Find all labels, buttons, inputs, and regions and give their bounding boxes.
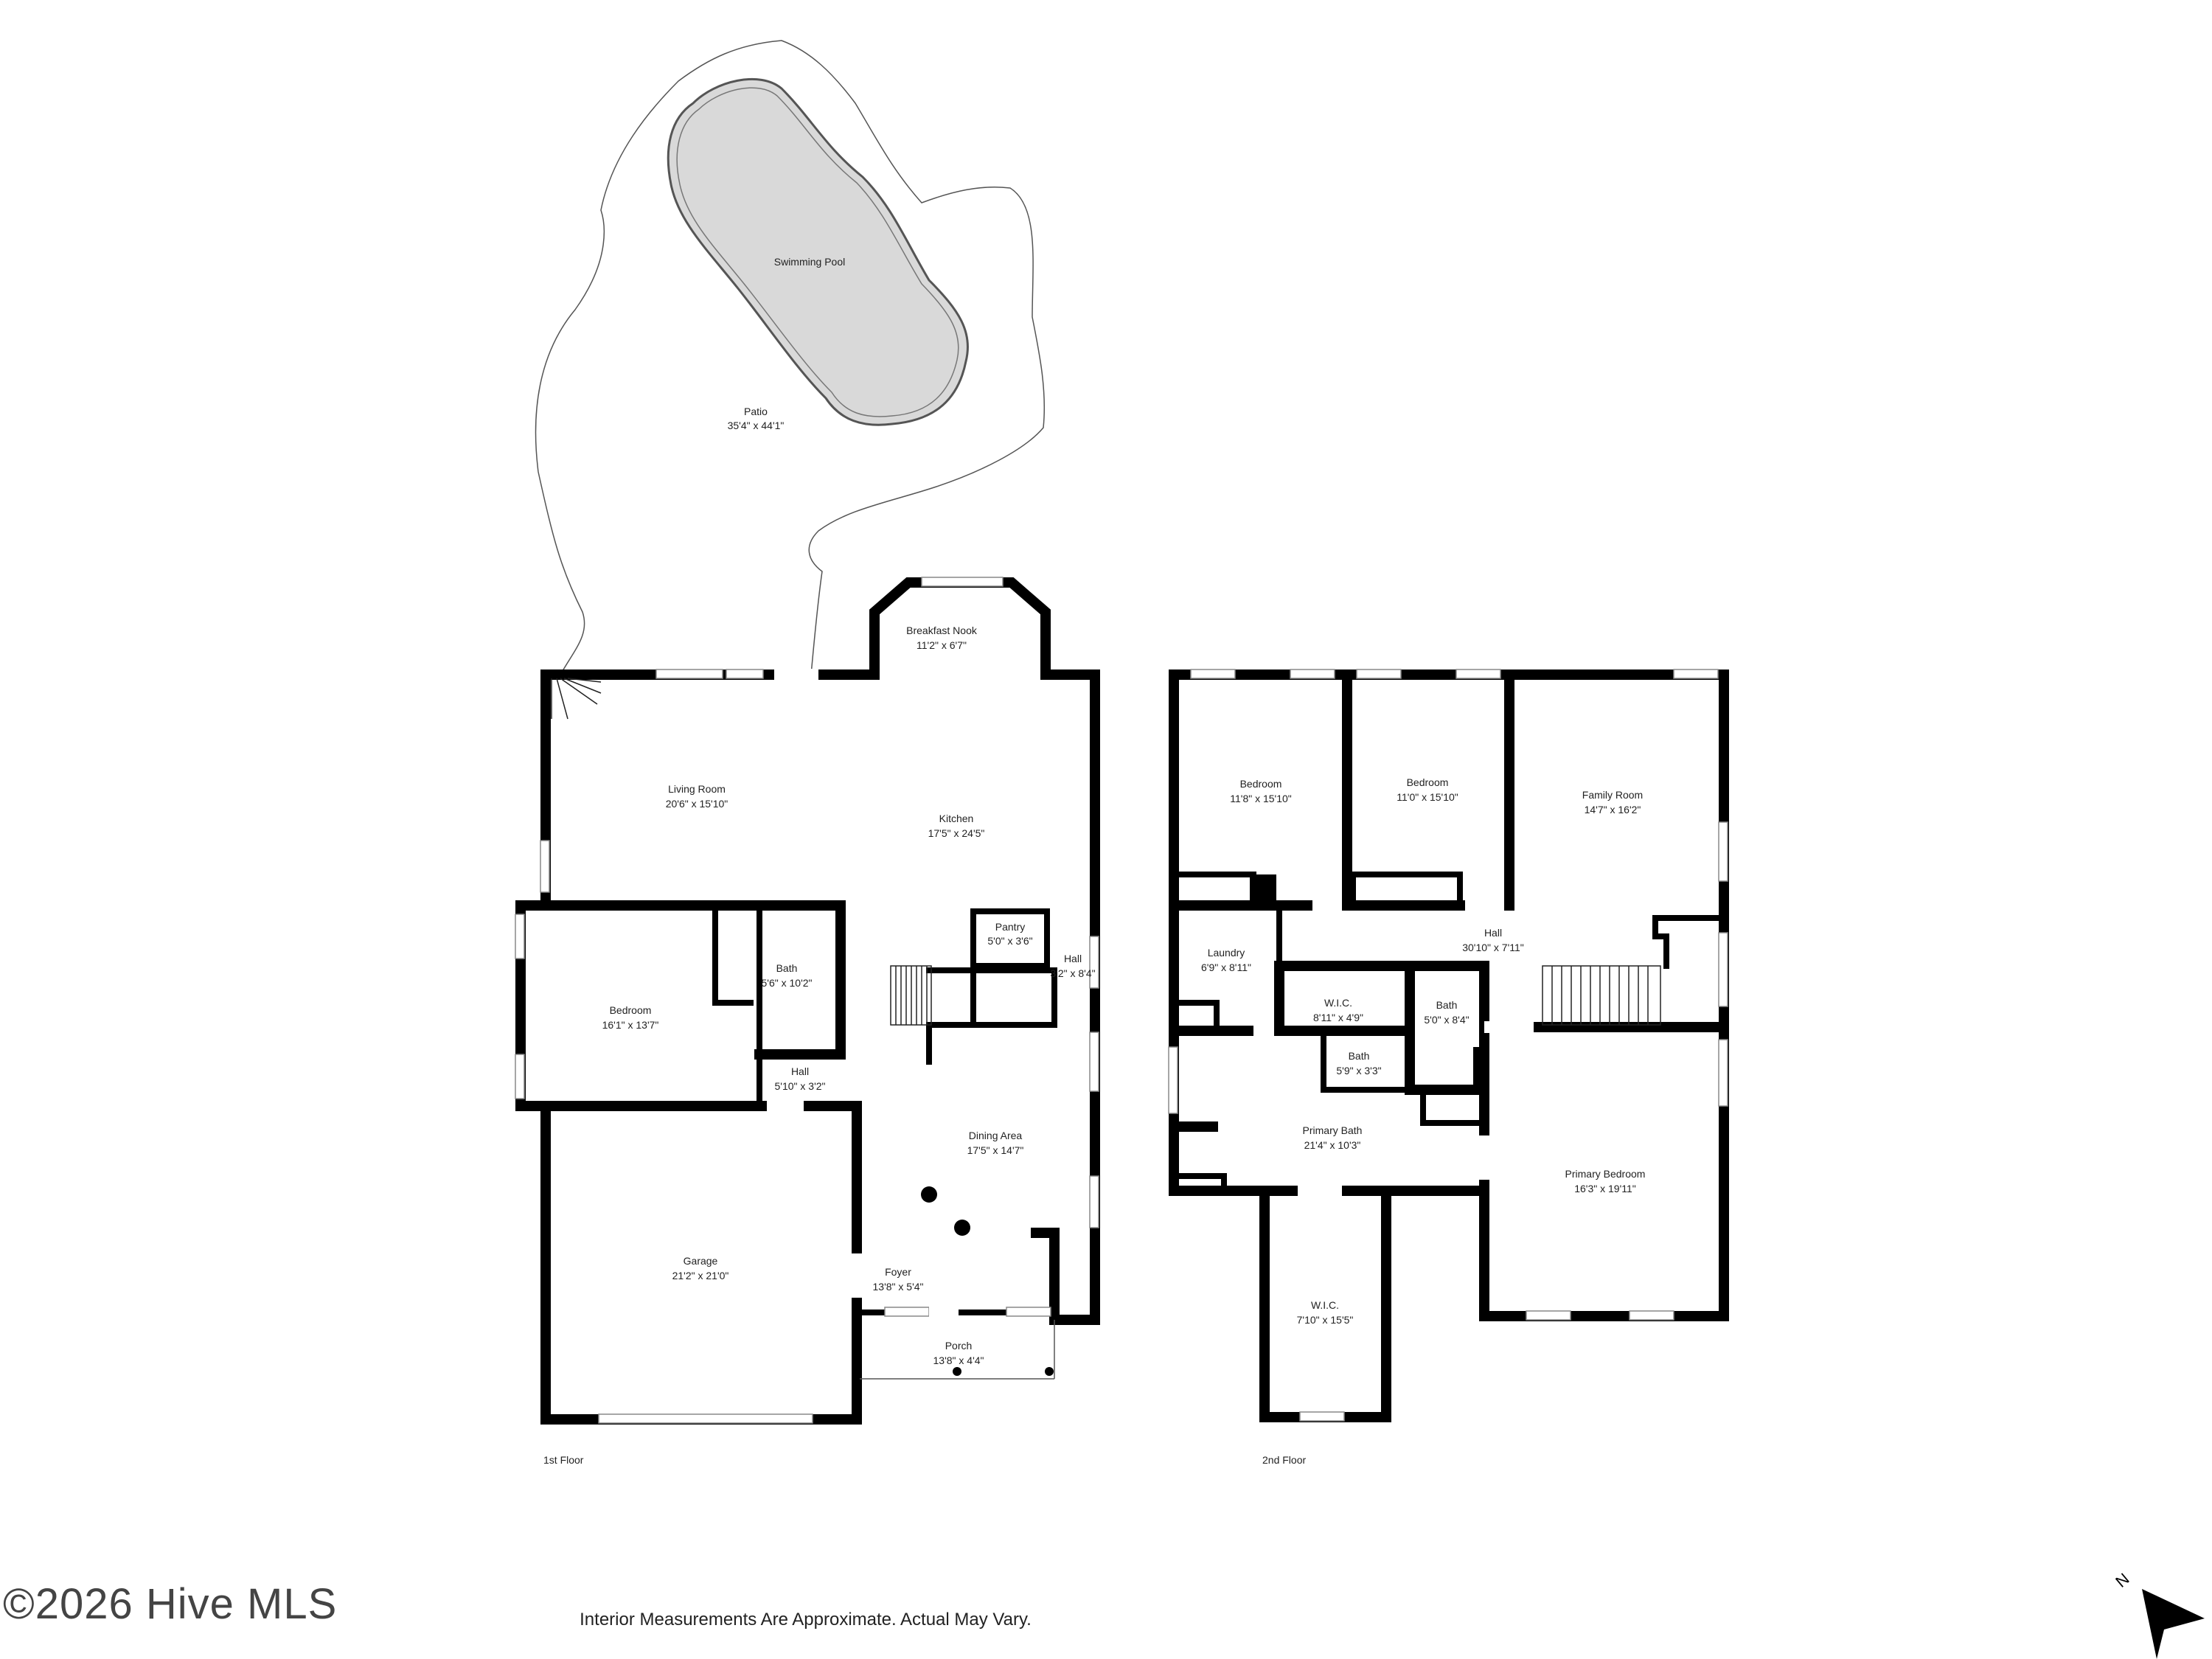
room-bath-1-dim: 5'6" x 10'2": [762, 977, 813, 989]
stairs-first-floor: [890, 965, 932, 1026]
room-bath-1-name: Bath: [776, 962, 798, 974]
room-bedroom-2a-name: Bedroom: [1240, 778, 1282, 790]
second-floor-walls: [1169, 669, 1729, 1422]
room-foyer-dim: 13'8" x 5'4": [873, 1281, 924, 1293]
room-wic-b-dim: 7'10" x 15'5": [1297, 1314, 1354, 1326]
room-bedroom-2b-dim: 11'0" x 15'10": [1397, 791, 1458, 803]
room-laundry-dim: 6'9" x 8'11": [1201, 961, 1251, 973]
room-breakfast-nook-name: Breakfast Nook: [906, 625, 978, 636]
room-pantry-dim: 5'0" x 3'6": [987, 935, 1032, 947]
room-bath-2b-name: Bath: [1349, 1050, 1370, 1062]
room-primary-bedroom-name: Primary Bedroom: [1565, 1168, 1646, 1180]
room-patio-dim: 35'4" x 44'1": [728, 420, 785, 431]
room-dining-area-name: Dining Area: [969, 1130, 1023, 1141]
disclaimer-text: Interior Measurements Are Approximate. A…: [580, 1610, 1032, 1630]
column: [1045, 1367, 1054, 1376]
compass-north-arrow-icon: N: [2112, 1569, 2205, 1659]
room-garage-dim: 21'2" x 21'0": [672, 1270, 729, 1281]
floor-label-first: 1st Floor: [543, 1454, 584, 1466]
room-foyer-name: Foyer: [885, 1266, 911, 1278]
room-hall-2-dim: 30'10" x 7'11": [1462, 942, 1524, 953]
room-wic-a-name: W.I.C.: [1324, 997, 1352, 1009]
room-kitchen-dim: 17'5" x 24'5": [928, 827, 985, 839]
room-swimming-pool-name: Swimming Pool: [774, 256, 845, 268]
room-primary-bath-name: Primary Bath: [1303, 1124, 1363, 1136]
patio-outline: [535, 40, 1046, 675]
column: [921, 1186, 937, 1203]
room-porch-dim: 13'8" x 4'4": [933, 1354, 984, 1366]
room-patio-name: Patio: [744, 406, 768, 417]
room-hall-2-name: Hall: [1484, 927, 1502, 939]
room-bath-2a-name: Bath: [1436, 999, 1458, 1011]
room-kitchen-name: Kitchen: [939, 813, 974, 824]
floor-label-second: 2nd Floor: [1262, 1454, 1306, 1466]
room-hall-1a-dim: 3'2" x 8'4": [1050, 967, 1095, 979]
room-hall-1b-dim: 5'10" x 3'2": [775, 1080, 826, 1092]
room-bath-2b-dim: 5'9" x 3'3": [1336, 1065, 1381, 1077]
room-bedroom-2b-name: Bedroom: [1407, 776, 1449, 788]
room-bedroom-1-dim: 16'1" x 13'7": [602, 1019, 659, 1031]
room-bedroom-2a-dim: 11'8" x 15'10": [1230, 793, 1292, 804]
room-bath-2a-dim: 5'0" x 8'4": [1424, 1014, 1469, 1026]
room-hall-1b-name: Hall: [791, 1065, 809, 1077]
first-floor-doors: [767, 669, 959, 1318]
room-family-room-dim: 14'7" x 16'2": [1585, 804, 1641, 815]
column: [954, 1220, 970, 1236]
second-floor-windows: [1168, 669, 1728, 1422]
swimming-pool: [667, 77, 970, 426]
room-bedroom-1-name: Bedroom: [610, 1004, 652, 1016]
second-floor-doors: [1253, 900, 1534, 1197]
copyright-watermark: ©2026 Hive MLS: [3, 1580, 338, 1628]
room-breakfast-nook-dim: 11'2" x 6'7": [917, 639, 967, 651]
room-living-room-name: Living Room: [668, 783, 726, 795]
stairs-second-floor: [1542, 965, 1661, 1026]
stairs-living-corner: [551, 678, 602, 720]
column: [953, 1367, 961, 1376]
room-hall-1a-name: Hall: [1064, 953, 1082, 964]
compass-label: N: [2112, 1569, 2132, 1590]
first-floor-walls: [515, 577, 1100, 1425]
room-garage-name: Garage: [684, 1255, 718, 1267]
room-laundry-name: Laundry: [1208, 947, 1245, 959]
room-dining-area-dim: 17'5" x 14'7": [967, 1144, 1024, 1156]
room-pantry-name: Pantry: [995, 921, 1025, 933]
room-wic-a-dim: 8'11" x 4'9": [1313, 1012, 1363, 1023]
first-floor-windows: [515, 577, 1099, 1424]
room-primary-bath-dim: 21'4" x 10'3": [1304, 1139, 1361, 1151]
room-family-room-name: Family Room: [1582, 789, 1643, 801]
room-primary-bedroom-dim: 16'3" x 19'11": [1574, 1183, 1636, 1194]
room-porch-name: Porch: [945, 1340, 973, 1352]
room-living-room-dim: 20'6" x 15'10": [666, 798, 728, 810]
room-wic-b-name: W.I.C.: [1311, 1299, 1339, 1311]
